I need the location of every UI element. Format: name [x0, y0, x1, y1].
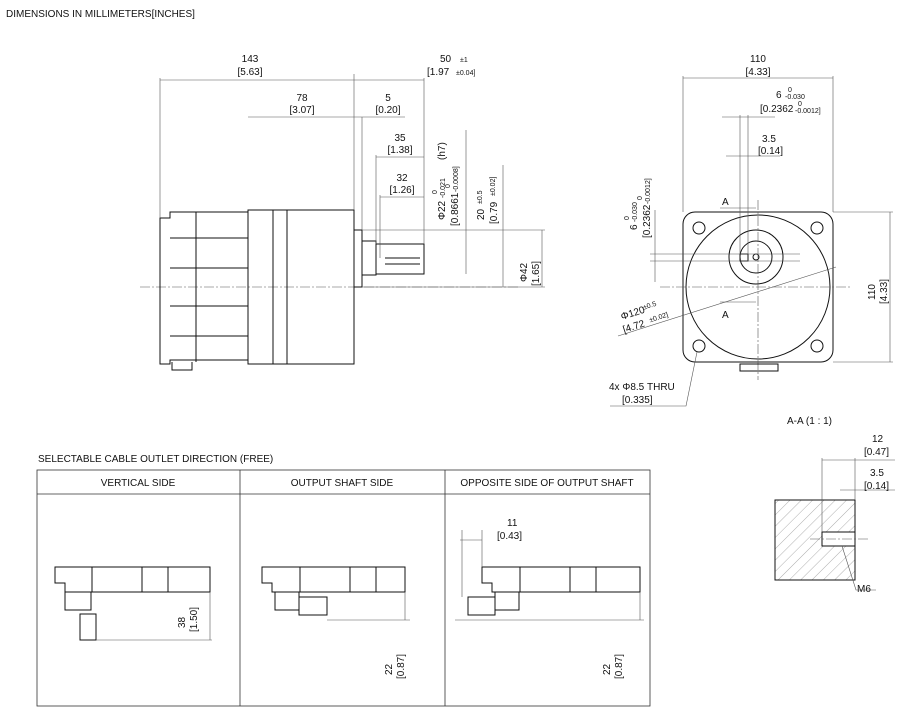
tol: ±1	[460, 57, 468, 64]
cable-table: VERTICAL SIDE OUTPUT SHAFT SIDE OPPOSITE…	[36, 469, 651, 707]
tol: ±0.02]	[649, 312, 670, 325]
dim-shaft-dia: Φ22	[437, 200, 448, 220]
tol: -0.0012]	[645, 178, 652, 204]
dim-key-outer-in: [1.38]	[387, 145, 412, 156]
tol: -0.0008]	[453, 166, 460, 192]
column-vertical-side: VERTICAL SIDE	[101, 478, 176, 489]
drawing-title: DIMENSIONS IN MILLIMETERS[INCHES]	[6, 9, 195, 20]
dim-gearbox-length: 78	[296, 93, 308, 104]
output-shaft	[375, 243, 425, 275]
tol: 0	[624, 216, 631, 220]
dim-height-in: [4.33]	[879, 279, 890, 304]
dim-opposite-in: [0.87]	[614, 654, 625, 679]
tol: ±0.5	[477, 190, 484, 204]
tol: 0	[788, 87, 792, 94]
dim-opposite: 22	[602, 663, 613, 675]
dim-flange-step-in: [0.20]	[375, 105, 400, 116]
dim-shaft-length-in: [1.97	[427, 67, 450, 78]
front-view: 110 [4.33] 6 0 -0.030 [0.2362 0 -0.0012]…	[609, 54, 893, 427]
dim-key-width: 6	[776, 90, 782, 101]
motor-body	[159, 209, 355, 365]
dim-thread-depth-in: [0.14]	[864, 481, 889, 492]
dim-shaft-offset: 20	[476, 208, 487, 220]
tol: ±0.5	[642, 301, 657, 312]
flange-pilot	[353, 229, 363, 288]
dim-key-height-in: [0.2362	[642, 204, 653, 238]
dim-vertical: 38	[177, 616, 188, 628]
section-a-a: 12 [0.47] 3.5 [0.14] M6	[774, 434, 895, 595]
tol: -0.030	[785, 94, 805, 101]
dim-section-depth-in: [0.47]	[864, 447, 889, 458]
dim-shaft-side-in: [0.87]	[396, 654, 407, 679]
shaft-fit: (h7)	[437, 142, 448, 160]
dim-holes: 4x Φ8.5 THRU	[609, 382, 675, 393]
dim-width-in: [4.33]	[745, 67, 770, 78]
dim-key-length-in: [1.26]	[389, 185, 414, 196]
dim-key-depth: 3.5	[762, 134, 776, 145]
dim-pilot-dia-in: [1.65]	[531, 261, 542, 286]
tol: -0.030	[632, 202, 639, 222]
dim-key-outer: 35	[394, 133, 406, 144]
dim-flange-step: 5	[385, 93, 391, 104]
tol: ±0.02]	[490, 177, 497, 196]
dim-shaft-dia-in: [0.8661	[450, 192, 461, 226]
section-mark-bottom: A	[722, 310, 729, 321]
dim-opposite-top: 11	[507, 518, 518, 529]
column-output-shaft-side: OUTPUT SHAFT SIDE	[291, 478, 394, 489]
dim-key-width-in: [0.2362	[760, 104, 794, 115]
dim-width: 110	[750, 54, 766, 65]
cable-connector	[79, 613, 97, 641]
dim-key-length: 32	[396, 173, 408, 184]
dim-shaft-offset-in: [0.79	[489, 201, 500, 224]
dim-key-height: 6	[629, 224, 640, 230]
dim-overall-length-in: [5.63]	[237, 67, 262, 78]
dim-key-depth-in: [0.14]	[758, 146, 783, 157]
tol: ±0.04]	[456, 70, 475, 77]
section-title: A-A (1 : 1)	[787, 416, 832, 427]
side-view: 143 [5.63] 50 ±1 [1.97 ±0.04] 78 [3.07] …	[140, 54, 545, 371]
section-mark-top: A	[722, 197, 729, 208]
column-opposite-side: OPPOSITE SIDE OF OUTPUT SHAFT	[460, 478, 633, 489]
dim-thread-depth: 3.5	[870, 468, 884, 479]
dim-height: 110	[867, 284, 878, 300]
dim-section-depth: 12	[872, 434, 884, 445]
dim-shaft-side: 22	[384, 663, 395, 675]
connector	[171, 362, 193, 371]
dim-gearbox-length-in: [3.07]	[289, 105, 314, 116]
mount-holes	[692, 221, 824, 353]
tol: 0	[445, 184, 452, 188]
dim-pilot-dia: Φ42	[519, 262, 530, 282]
thread-label: M6	[857, 584, 871, 595]
tol: -0.0012]	[795, 108, 821, 115]
cable-connector	[467, 596, 496, 616]
cable-table-title: SELECTABLE CABLE OUTLET DIRECTION (FREE)	[38, 454, 273, 465]
dim-shaft-length: 50	[440, 54, 452, 65]
dim-overall-length: 143	[242, 54, 259, 65]
tol: 0	[432, 190, 439, 194]
connector	[739, 363, 779, 372]
tol: 0	[798, 101, 802, 108]
tol: 0	[637, 196, 644, 200]
dim-vertical-in: [1.50]	[189, 607, 200, 632]
cable-connector	[298, 596, 328, 616]
dim-holes-in: [0.335]	[622, 395, 653, 406]
dim-opposite-top-in: [0.43]	[497, 531, 522, 542]
key	[739, 253, 749, 262]
tol: -0.021	[440, 178, 447, 198]
